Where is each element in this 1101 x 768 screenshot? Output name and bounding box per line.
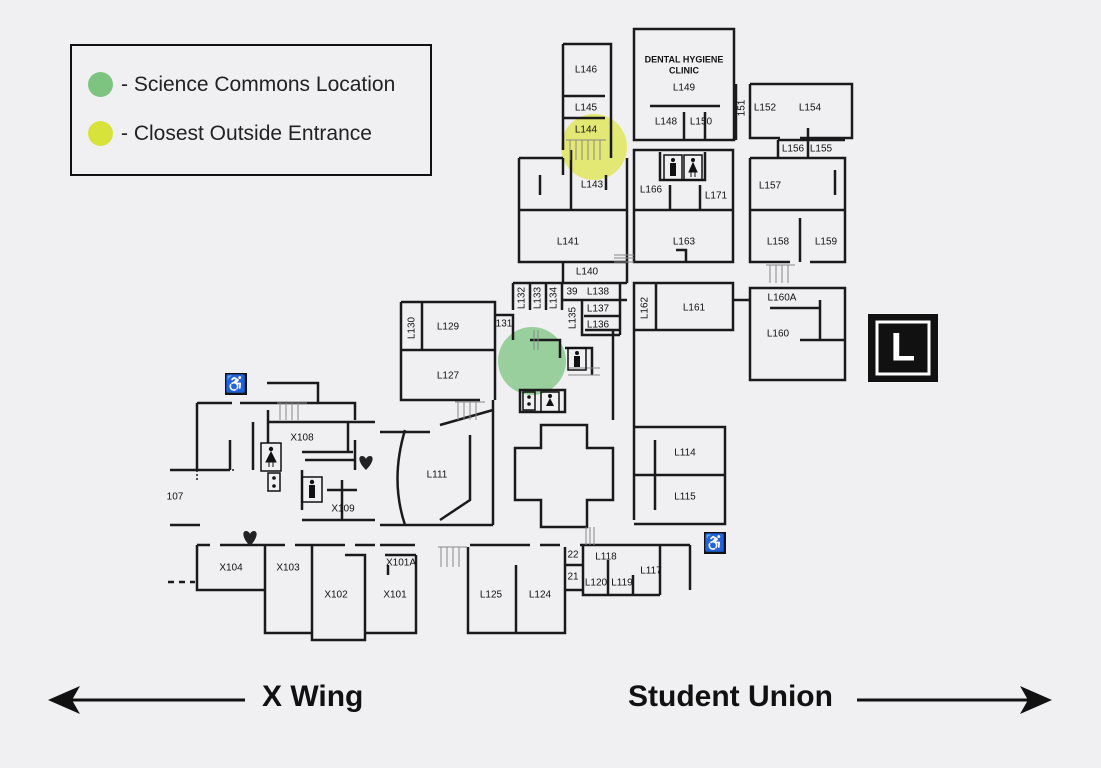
room-label: L144 <box>575 125 598 136</box>
x-wing-direction-label: X Wing <box>262 680 364 713</box>
room-label: L124 <box>529 590 552 601</box>
room-label: L137 <box>587 304 610 315</box>
map-legend: - Science Commons Location - Closest Out… <box>70 44 432 176</box>
room-label: L152 <box>754 103 777 114</box>
room-label: L118 <box>595 552 617 563</box>
restroom-men-icon <box>663 154 683 181</box>
room-label: L160 <box>767 329 790 340</box>
room-label: L148 <box>655 117 678 128</box>
room-label: 107 <box>167 492 184 503</box>
svg-text:♿: ♿ <box>704 532 725 552</box>
accessible-entrance-icon: ♿ <box>704 532 726 554</box>
svg-text:♿: ♿ <box>225 373 246 393</box>
arrow-right-icon <box>857 686 1052 714</box>
restroom-men-icon <box>567 347 587 371</box>
room-label: L134 <box>549 286 560 309</box>
legend-label: - Science Commons Location <box>121 72 396 96</box>
legend-label: - Closest Outside Entrance <box>121 121 372 145</box>
room-label: X109 <box>331 504 355 515</box>
legend-item-closest-entrance: - Closest Outside Entrance <box>88 121 372 146</box>
aed-heart-icon <box>243 531 257 546</box>
room-label: L149 <box>673 83 696 94</box>
room-label: L119 <box>611 578 633 589</box>
elevator-icon <box>267 472 281 492</box>
room-label: L157 <box>759 181 782 192</box>
room-label: L143 <box>581 180 604 191</box>
room-label: L145 <box>575 103 598 114</box>
room-label: L111 <box>427 470 448 481</box>
aed-heart-icon <box>359 456 373 470</box>
room-label: L115 <box>674 492 696 503</box>
room-label: L130 <box>407 316 418 339</box>
restroom-women-icon <box>683 154 703 181</box>
room-label: L159 <box>815 237 838 248</box>
room-label: 151 <box>737 99 748 116</box>
room-labels: L146 L145 L144 DENTAL HYGIENE CLINIC L14… <box>167 54 838 600</box>
room-label: L156 <box>782 144 805 155</box>
room-label: 22 <box>567 550 579 561</box>
room-label: L129 <box>437 322 460 333</box>
room-label: X102 <box>324 590 348 601</box>
room-label: L138 <box>587 287 610 298</box>
accessible-entrance-icon: ♿ <box>225 373 247 395</box>
room-label: L136 <box>587 320 610 331</box>
science-commons-marker[interactable] <box>498 327 566 395</box>
room-label: L155 <box>810 144 833 155</box>
room-label: L146 <box>575 65 598 76</box>
restroom-men-icon <box>301 476 323 503</box>
building-l-badge: L <box>868 314 938 382</box>
room-label: L166 <box>640 185 663 196</box>
room-label: L154 <box>799 103 822 114</box>
legend-item-science-commons: - Science Commons Location <box>88 72 395 97</box>
student-union-direction-label: Student Union <box>628 680 833 713</box>
restroom-women-icon <box>260 442 282 472</box>
green-dot-icon <box>88 72 113 97</box>
room-label: 39 <box>566 287 578 298</box>
stairs <box>277 139 795 567</box>
room-label: L163 <box>673 237 696 248</box>
svg-text:L: L <box>891 326 915 370</box>
restroom-women-icon <box>540 391 560 413</box>
room-label: L133 <box>533 286 544 309</box>
room-label: L125 <box>480 590 503 601</box>
room-label: L127 <box>437 371 460 382</box>
room-label: L171 <box>705 191 728 202</box>
room-label: 131 <box>496 319 513 330</box>
room-label: L120 <box>585 578 608 589</box>
walls <box>168 27 854 642</box>
room-label: L158 <box>767 237 790 248</box>
arrow-left-icon <box>48 686 245 714</box>
room-label: L160A <box>768 293 797 304</box>
room-label: L135 <box>568 306 579 329</box>
room-label: L117 <box>640 566 662 577</box>
room-label: X103 <box>276 563 300 574</box>
room-label: X104 <box>219 563 243 574</box>
room-label: L161 <box>683 303 706 314</box>
elevator-icon <box>522 391 536 411</box>
yellow-dot-icon <box>88 121 113 146</box>
room-label: CLINIC <box>669 65 699 75</box>
room-label: X101A <box>386 558 416 569</box>
room-label: L150 <box>690 117 713 128</box>
room-label: L140 <box>576 267 599 278</box>
room-label: DENTAL HYGIENE <box>645 54 724 64</box>
room-label: L141 <box>557 237 580 248</box>
room-label: L162 <box>640 296 651 319</box>
room-label: X101 <box>383 590 407 601</box>
room-label: X108 <box>290 433 314 444</box>
room-label: 21 <box>567 572 579 583</box>
room-label: L132 <box>517 286 528 309</box>
room-label: L114 <box>674 448 696 459</box>
